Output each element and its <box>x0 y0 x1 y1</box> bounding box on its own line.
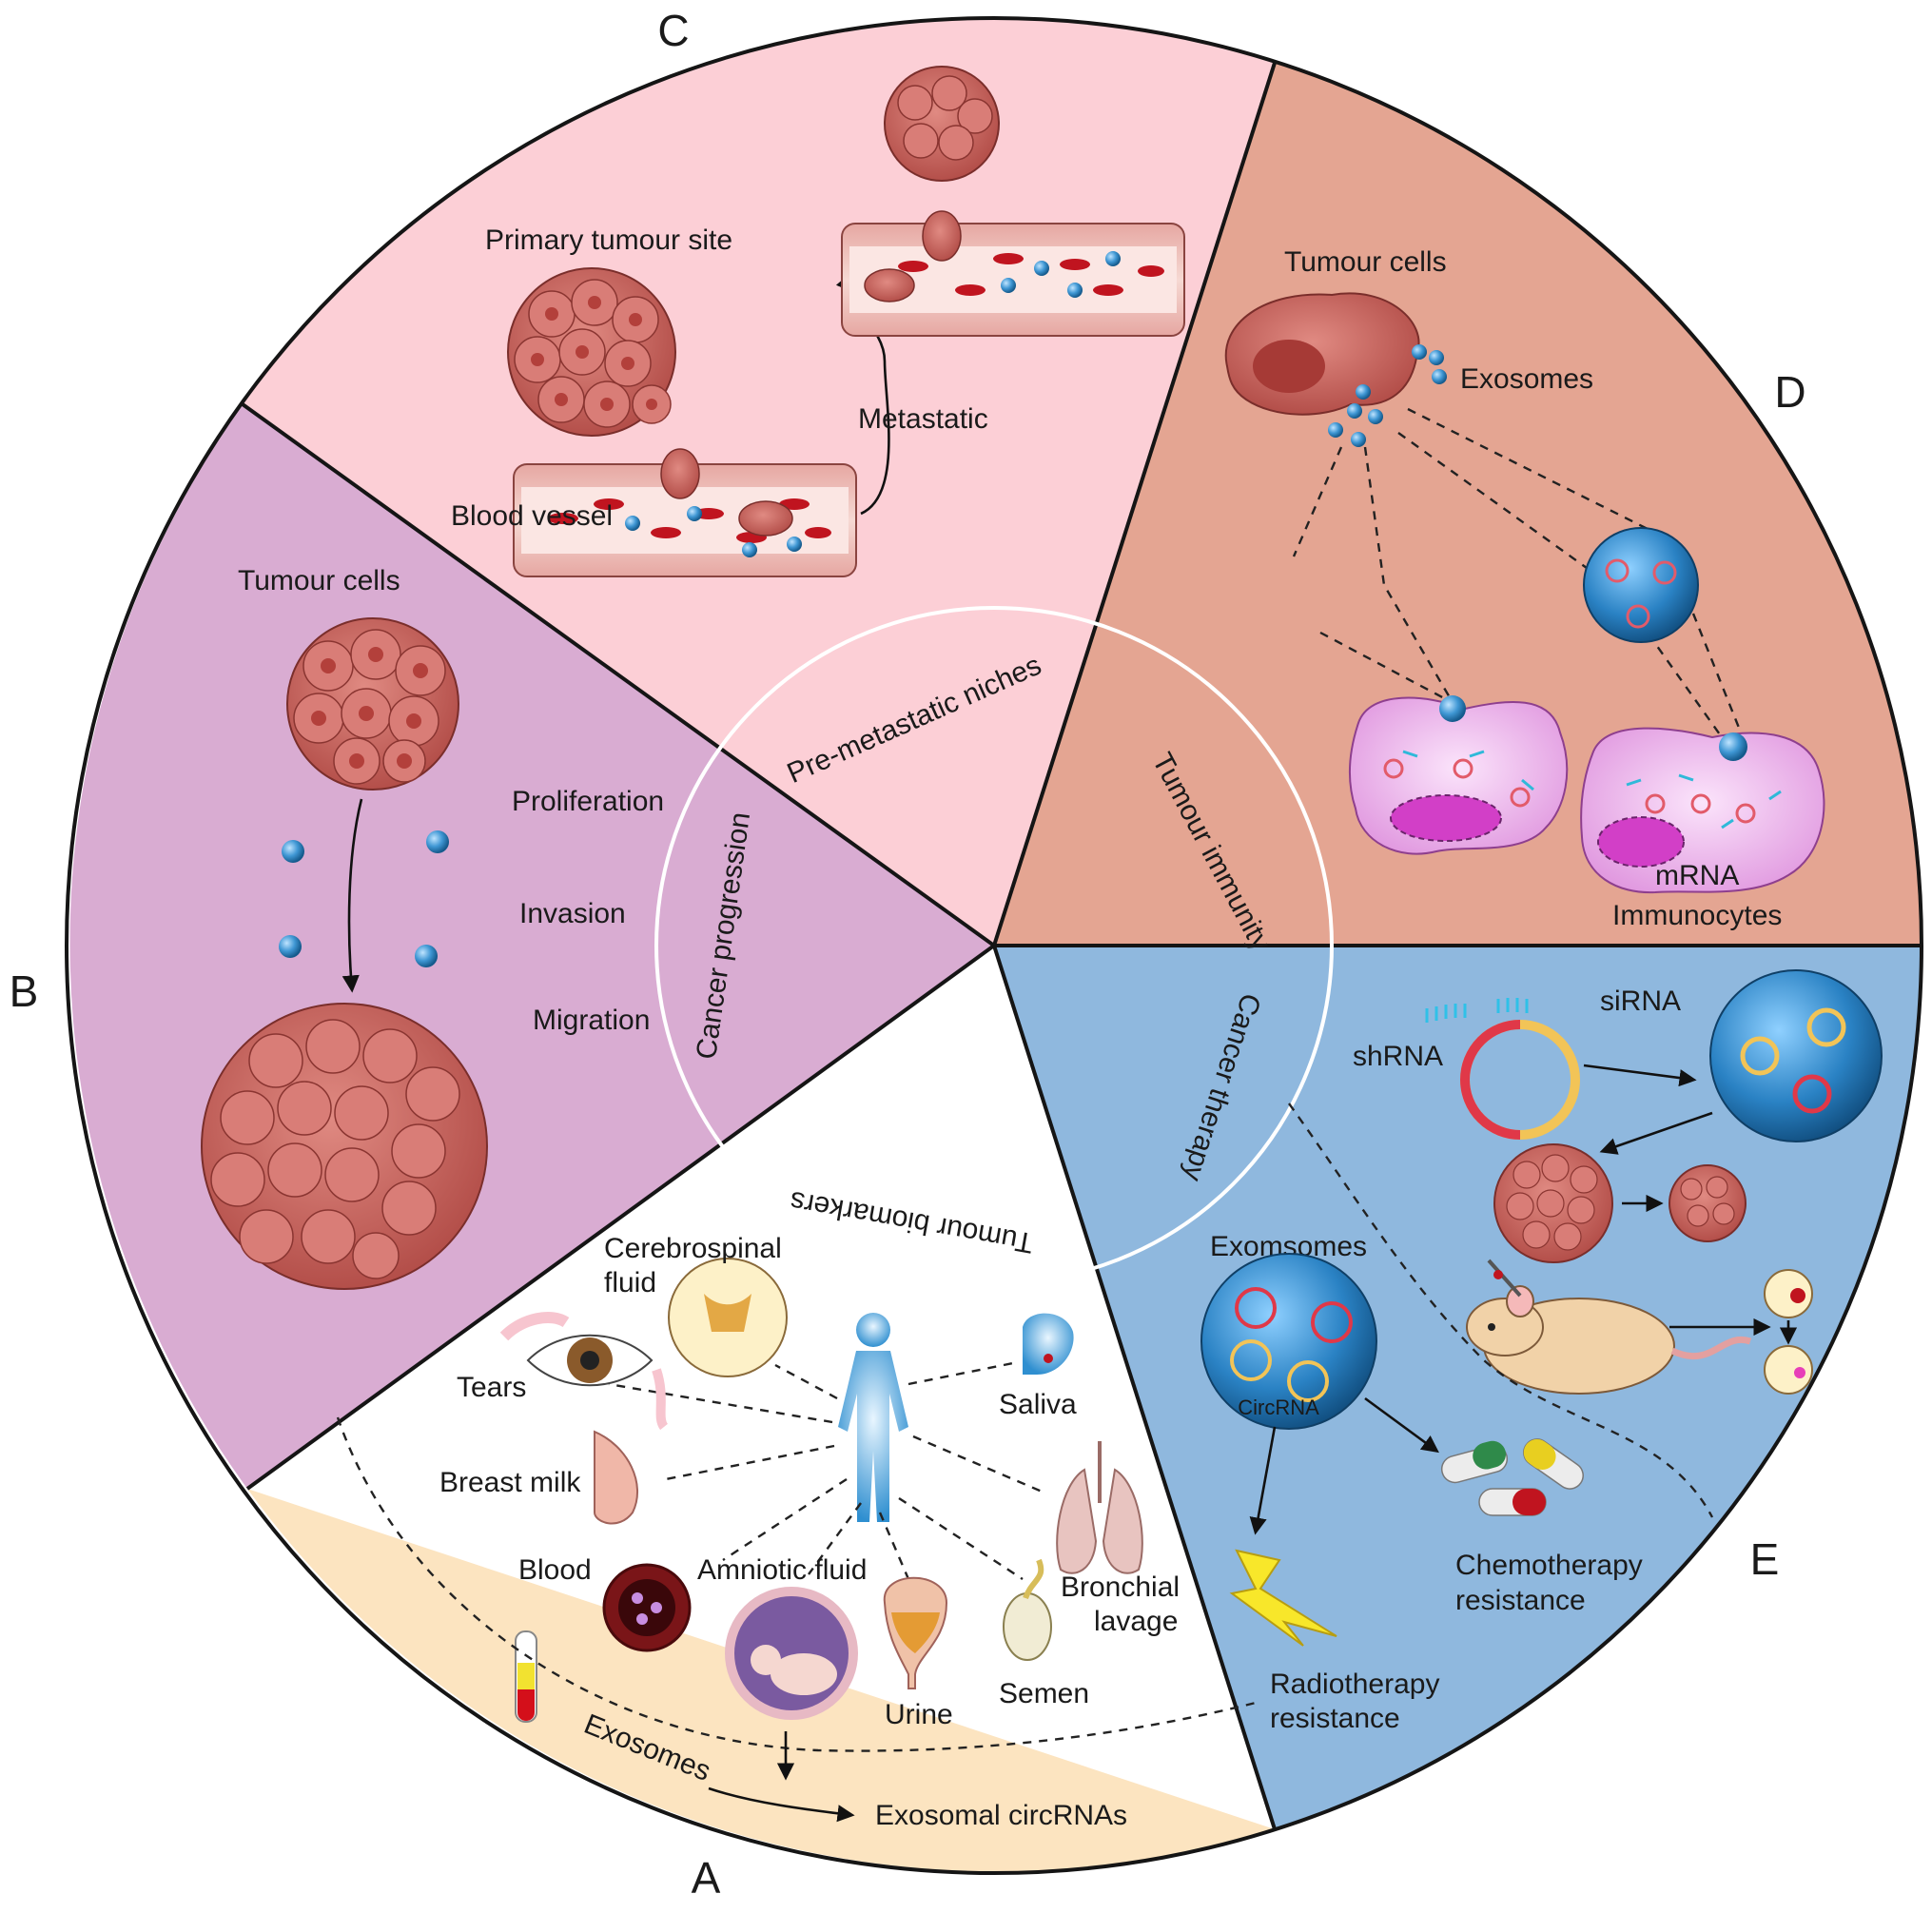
inner-ring <box>654 606 1334 1285</box>
e-circrna-exosome <box>1200 1253 1377 1430</box>
d-exosomes <box>1328 344 1447 447</box>
chemo-label-2: resistance <box>1455 1585 1586 1616</box>
e-arrow-to-chemo <box>1364 1396 1439 1454</box>
metastatic-label: Metastatic <box>858 403 988 435</box>
mouse <box>1466 1259 1752 1395</box>
d-dashed-links <box>1292 407 1743 738</box>
primary-tumour-site-label: Primary tumour site <box>485 224 732 256</box>
bronchial-label-1: Bronchial <box>1061 1571 1180 1603</box>
e-arrow-to-radio <box>1249 1426 1277 1535</box>
sector-e <box>994 946 1922 1829</box>
b-small-cluster <box>286 617 459 791</box>
plasmid <box>1425 998 1580 1140</box>
chemo-label-1: Chemotherapy <box>1455 1550 1643 1581</box>
circrna-label: CircRNA <box>1238 1396 1319 1419</box>
section-c-art: Primary tumour site <box>451 66 1185 577</box>
d-tumour-nucleus <box>1253 340 1325 393</box>
section-d-art: Tumour cells Exosomes <box>1224 246 1825 931</box>
radio-label-1: Radiotherapy <box>1270 1669 1439 1700</box>
saliva-label: Saliva <box>999 1389 1077 1420</box>
b-growth-arrow <box>342 798 363 993</box>
blood-vessel-label: Blood vessel <box>451 500 613 532</box>
semen-icon <box>1003 1558 1052 1661</box>
amniotic-label: Amniotic fluid <box>697 1554 867 1586</box>
csf-label-1: Cerebrospinal <box>604 1233 782 1264</box>
b-large-cluster <box>201 1003 488 1290</box>
section-a-art: Cerebrospinal fluid Tears Saliva Breast … <box>336 1233 1257 1831</box>
amniotic-icon <box>725 1587 858 1720</box>
blood-label: Blood <box>518 1554 592 1586</box>
lungs-icon <box>1056 1441 1143 1574</box>
d-tumour-cell <box>1224 292 1420 416</box>
letter-d: D <box>1774 367 1805 417</box>
human-body-icon <box>838 1313 908 1522</box>
e-tumour-small <box>1669 1164 1747 1242</box>
letter-b: B <box>10 966 39 1016</box>
a-dashed-links <box>608 1360 1047 1581</box>
sector-dividers <box>65 16 1923 1875</box>
e-therapy-exosome <box>1709 969 1883 1142</box>
d-immune-cell-1 <box>1348 695 1569 855</box>
immunocytes-label: Immunocytes <box>1612 900 1782 931</box>
breast-milk-label: Breast milk <box>439 1467 581 1498</box>
letter-e: E <box>1750 1534 1780 1584</box>
sirna-label: siRNA <box>1600 986 1681 1017</box>
section-b-art: Tumour cells Proliferation Invasion <box>201 565 664 1290</box>
letter-a: A <box>692 1853 721 1903</box>
sector-d <box>994 63 1921 946</box>
tears-label: Tears <box>457 1372 526 1403</box>
eye-icon <box>499 1312 669 1431</box>
saliva-icon <box>1023 1313 1074 1375</box>
d-big-exosome <box>1583 527 1699 643</box>
e-arrow-exosome-to-tumour <box>1599 1111 1713 1155</box>
radio-label-2: resistance <box>1270 1703 1400 1734</box>
urine-icon <box>883 1576 948 1689</box>
exosomal-circrnas-label: Exosomal circRNAs <box>875 1800 1127 1831</box>
csf-icon <box>668 1258 788 1377</box>
blood-vessel-upper <box>841 210 1185 337</box>
lightning-icon <box>1229 1549 1337 1647</box>
csf-label-2: fluid <box>604 1267 656 1298</box>
e-dashed-divider <box>1288 1103 1714 1518</box>
e-tumour-large <box>1493 1143 1613 1263</box>
blood-icon <box>602 1563 692 1652</box>
primary-tumour-cluster <box>507 267 676 437</box>
ring-label-a: Tumour biomarkers <box>788 1185 1036 1259</box>
b-exosomes <box>279 830 449 967</box>
semen-label: Semen <box>999 1678 1089 1709</box>
b-tumour-cells-label: Tumour cells <box>238 565 400 596</box>
urine-label: Urine <box>885 1699 953 1730</box>
d-immune-cell-2 <box>1580 727 1825 894</box>
a-dashed-arc <box>336 1416 1257 1752</box>
e-pills <box>1440 1438 1584 1516</box>
shrna-label: shRNA <box>1353 1041 1443 1072</box>
a-arrow-exosomal <box>708 1786 855 1823</box>
section-e-art: siRNA shRNA <box>1200 969 1883 1734</box>
letter-c: C <box>657 6 689 55</box>
invasion-label: Invasion <box>519 898 626 929</box>
e-spinal-sections <box>1764 1269 1813 1395</box>
mrna-label: mRNA <box>1655 860 1739 891</box>
e-arrow-plasmid-to-exosome <box>1583 1064 1697 1087</box>
d-tumour-cells-label: Tumour cells <box>1284 246 1447 278</box>
breast-milk-icon <box>594 1430 638 1525</box>
test-tube-icon <box>515 1630 537 1723</box>
metastatic-cluster <box>884 66 1000 182</box>
proliferation-label: Proliferation <box>512 786 664 817</box>
migration-label: Migration <box>533 1005 650 1036</box>
d-exosomes-label: Exosomes <box>1460 363 1593 395</box>
bronchial-label-2: lavage <box>1094 1606 1178 1637</box>
blood-vessel-lower <box>513 448 857 577</box>
